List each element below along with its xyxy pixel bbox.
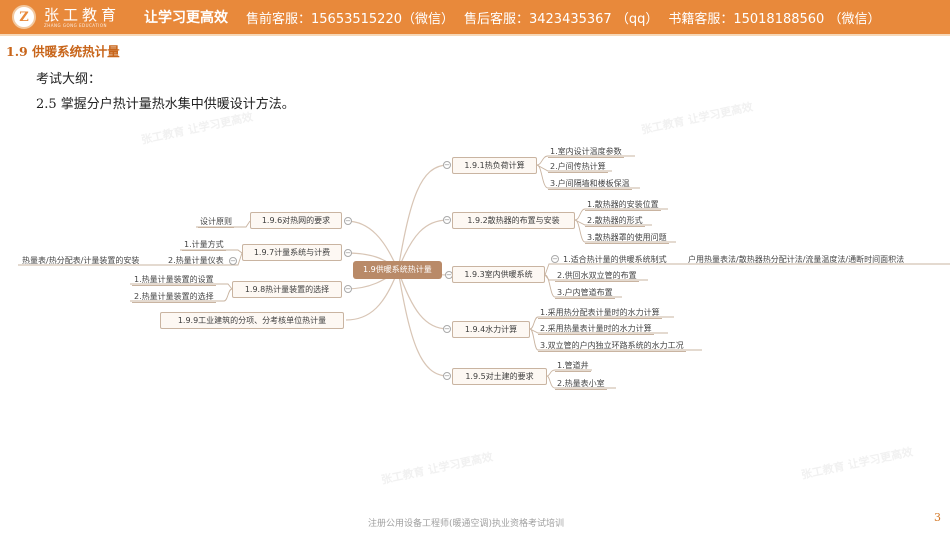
page-number: 3 xyxy=(934,511,941,524)
leaf-node[interactable]: 1.热量计量装置的设置 xyxy=(132,275,216,286)
logo-subtitle: ZHANG GONG EDUCATION xyxy=(44,22,107,28)
branch-1-9-3[interactable]: 1.9.3室内供暖系统 xyxy=(452,266,545,283)
outline-label: 考试大纲： xyxy=(36,72,102,87)
leaf-node[interactable]: 1.散热器的安装位置 xyxy=(585,200,661,211)
branch-1-9-5[interactable]: 1.9.5对土建的要求 xyxy=(452,368,547,385)
branch-1-9-7[interactable]: 1.9.7计量系统与计费 xyxy=(242,244,342,261)
leaf-node[interactable]: 2.热量计量仪表 xyxy=(168,256,224,265)
leaf-node[interactable]: 2.采用热量表计量时的水力计算 xyxy=(538,324,654,335)
collapse-toggle-icon[interactable]: − xyxy=(443,216,451,224)
leaf-node[interactable]: 1.室内设计温度参数 xyxy=(548,147,624,158)
leaf-detail[interactable]: 户用热量表法/散热器热分配计法/流量温度法/通断时间面积法 xyxy=(688,255,905,264)
collapse-toggle-icon[interactable]: − xyxy=(443,372,451,380)
leaf-node[interactable]: 1.计量方式 xyxy=(182,240,226,251)
leaf-node[interactable]: 2.户间传热计算 xyxy=(548,162,608,173)
leaf-node[interactable]: 2.热量计量装置的选择 xyxy=(132,292,216,303)
leaf-node[interactable]: 设计原则 xyxy=(198,217,234,228)
collapse-toggle-icon[interactable]: − xyxy=(443,161,451,169)
logo-name: 张工教育 xyxy=(44,5,121,24)
leaf-node[interactable]: 2.热量表小室 xyxy=(555,379,607,390)
outline-item: 2.5 掌握分户热计量热水集中供暖设计方法。 xyxy=(36,97,295,112)
collapse-toggle-icon[interactable]: − xyxy=(443,325,451,333)
branch-1-9-1[interactable]: 1.9.1热负荷计算 xyxy=(452,157,537,174)
branch-1-9-2[interactable]: 1.9.2散热器的布置与安装 xyxy=(452,212,575,229)
collapse-toggle-icon[interactable]: − xyxy=(344,285,352,293)
branch-1-9-8[interactable]: 1.9.8热计量装置的选择 xyxy=(232,281,342,298)
leaf-node[interactable]: 1.采用热分配表计量时的水力计算 xyxy=(538,308,662,319)
aftersale-contact: 售后客服：3423435367 （qq） xyxy=(463,11,659,27)
section-title: 1.9 供暖系统热计量 xyxy=(6,44,120,59)
leaf-node[interactable]: 1.管道井 xyxy=(555,361,591,372)
mindmap-root[interactable]: 1.9供暖系统热计量 xyxy=(353,261,442,279)
leaf-detail[interactable]: 热量表/热分配表/计量装置的安装 xyxy=(22,256,140,265)
leaf-node[interactable]: 2.供回水双立管的布置 xyxy=(555,271,639,282)
leaf-node[interactable]: 3.户内管道布置 xyxy=(555,288,615,299)
footer-text: 注册公用设备工程师(暖通空调)执业资格考试培训 xyxy=(368,519,565,529)
logo: Z 张工教育 ZHANG GONG EDUCATION xyxy=(12,5,130,29)
logo-icon: Z xyxy=(12,5,36,29)
header-bar: Z 张工教育 ZHANG GONG EDUCATION 让学习更高效 售前客服：… xyxy=(0,0,950,36)
collapse-toggle-icon[interactable]: − xyxy=(551,255,559,263)
leaf-node[interactable]: 3.户间隔墙和楼板保温 xyxy=(548,179,632,190)
leaf-node[interactable]: 2.散热器的形式 xyxy=(585,216,645,227)
leaf-node[interactable]: 3.双立管的户内独立环路系统的水力工况 xyxy=(538,341,686,352)
branch-1-9-4[interactable]: 1.9.4水力计算 xyxy=(452,321,530,338)
leaf-node[interactable]: 1.适合热计量的供暖系统制式 xyxy=(563,255,667,264)
collapse-toggle-icon[interactable]: − xyxy=(344,249,352,257)
leaf-node[interactable]: 3.散热器罩的使用问题 xyxy=(585,233,669,244)
collapse-toggle-icon[interactable]: − xyxy=(344,217,352,225)
books-contact: 书籍客服：15018188560 （微信） xyxy=(668,11,881,27)
slogan: 让学习更高效 xyxy=(144,10,228,26)
branch-1-9-6[interactable]: 1.9.6对热网的要求 xyxy=(250,212,342,229)
presale-contact: 售前客服：15653515220（微信） xyxy=(246,11,454,27)
branch-1-9-9[interactable]: 1.9.9工业建筑的分项、分考核单位热计量 xyxy=(160,312,344,329)
collapse-toggle-icon[interactable]: − xyxy=(229,257,237,265)
